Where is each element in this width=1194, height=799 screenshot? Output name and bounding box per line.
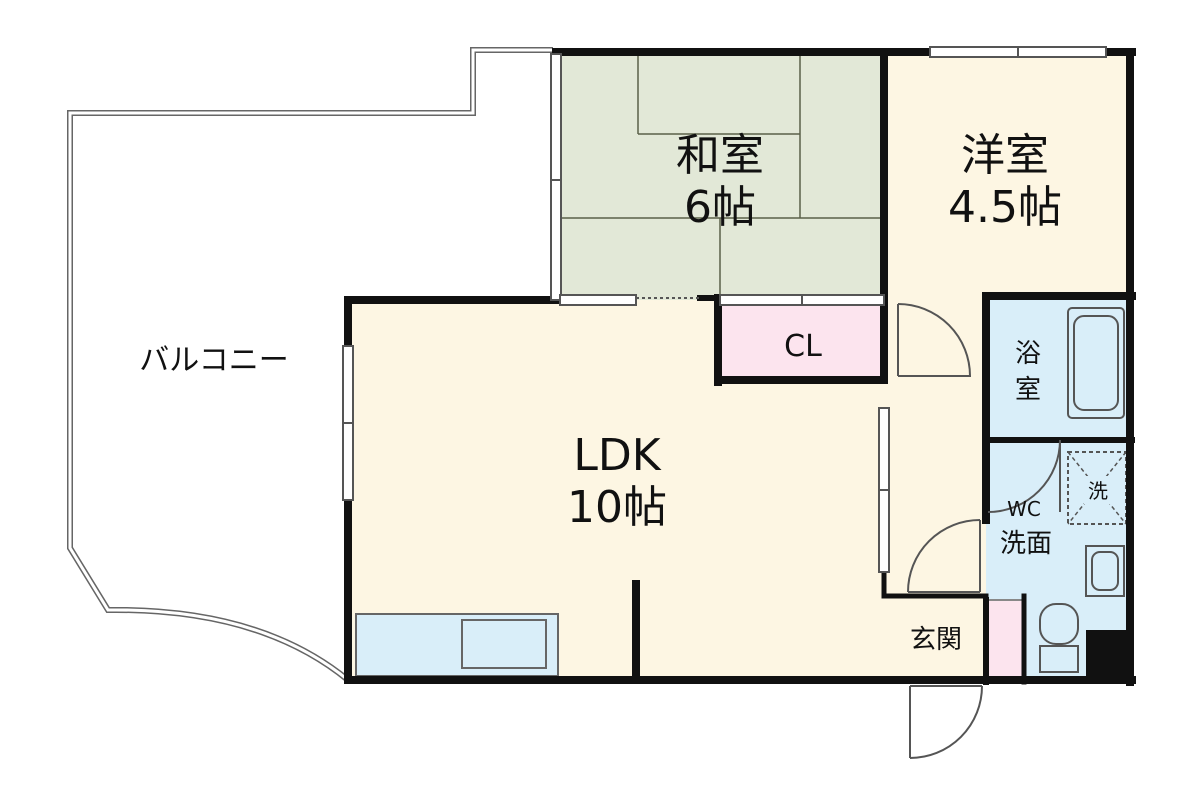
doors: [636, 297, 1061, 759]
ldk-name: LDK: [573, 430, 661, 481]
ldk-size: 10帖: [567, 482, 667, 533]
washer-pan: [1067, 451, 1127, 525]
bathtub: [1067, 307, 1125, 419]
balcony-name: バルコニー: [139, 343, 288, 378]
kitchen-counter: [355, 613, 559, 677]
washitsu-name: 和室: [676, 130, 764, 181]
wc-name-line1: WC: [1007, 497, 1041, 521]
washer-name: 洗: [1088, 479, 1108, 503]
yoshitsu-floor: [884, 52, 1130, 300]
bath-name-line2: 室: [1015, 375, 1041, 405]
bath-name-line1: 浴: [1015, 339, 1041, 369]
entrance-name: 玄関: [910, 625, 962, 655]
windows: [342, 46, 1107, 573]
washitsu-size: 6帖: [684, 182, 756, 233]
closet-name: CL: [784, 329, 822, 364]
balcony: [67, 47, 553, 683]
yoshitsu-name: 洋室: [961, 130, 1049, 181]
entrance-floor: [884, 596, 986, 682]
yoshitsu-size: 4.5帖: [948, 182, 1062, 233]
wc-name-line2: 洗面: [1000, 529, 1052, 559]
tatami-lines: [556, 52, 884, 300]
closet-floor: [718, 300, 884, 380]
washbasin: [1085, 545, 1125, 597]
shoe-cabinet: [987, 599, 1025, 683]
toilet: [1039, 603, 1079, 673]
